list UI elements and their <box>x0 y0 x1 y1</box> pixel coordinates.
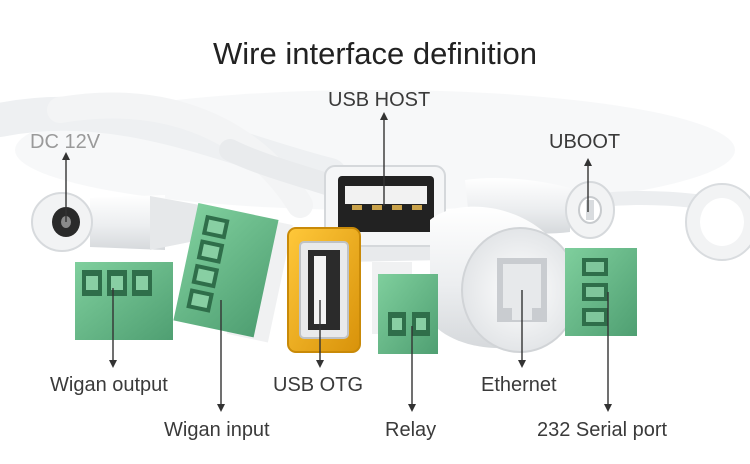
label-usb-otg: USB OTG <box>273 374 364 396</box>
label-relay: Relay <box>385 419 437 441</box>
relay-terminal-block <box>372 262 438 354</box>
usb-host-connector <box>324 165 446 262</box>
right-edge-connector <box>685 183 750 261</box>
label-usb-host: USB HOST <box>328 89 431 111</box>
wigan-output-terminal-block <box>75 262 173 340</box>
dc-jack-connector <box>31 192 200 252</box>
wigan-input-terminal-block <box>173 202 293 343</box>
label-wigan-output: Wigan output <box>50 374 168 396</box>
label-ethernet: Ethernet <box>481 374 557 396</box>
label-uboot: UBOOT <box>549 131 621 153</box>
usb-otg-connector <box>287 227 361 353</box>
pointer-lines <box>62 112 612 412</box>
page-title: Wire interface definition <box>213 36 537 71</box>
label-232-serial-port: 232 Serial port <box>537 419 668 441</box>
serial-terminal-block <box>565 248 637 336</box>
label-wigan-input: Wigan input <box>164 419 270 441</box>
label-dc-12v: DC 12V <box>30 131 101 153</box>
ethernet-connector <box>430 206 579 353</box>
